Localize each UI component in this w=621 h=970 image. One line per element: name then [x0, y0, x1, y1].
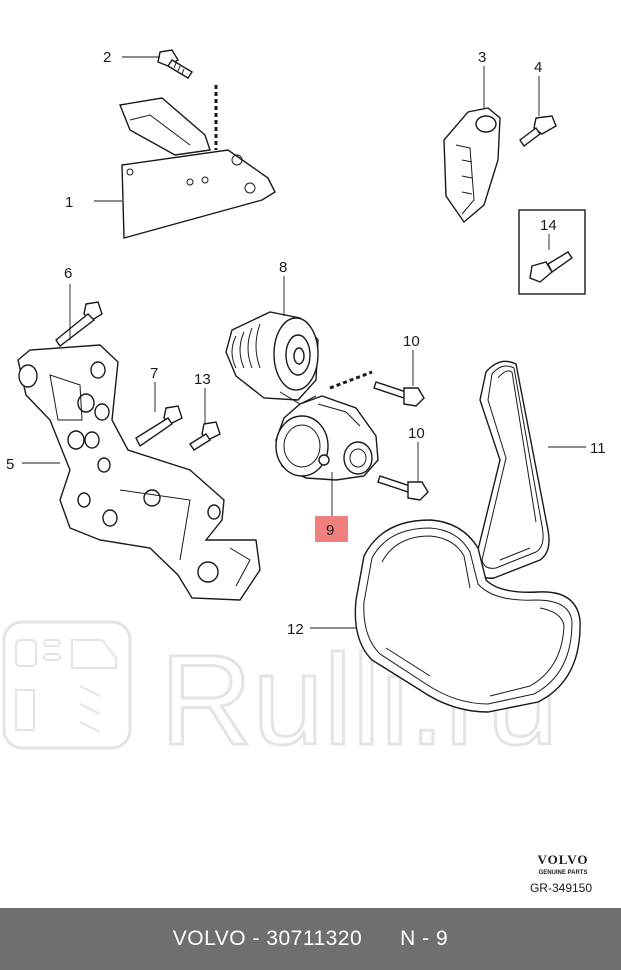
- callout-2: 2: [103, 49, 111, 66]
- leader-lines: [22, 56, 586, 629]
- part-8-tensioner: [225, 311, 319, 405]
- callout-1: 1: [65, 194, 73, 211]
- part-info-footer: VOLVO - 30711320 N - 9: [0, 908, 621, 970]
- footer-position: N - 9: [400, 927, 449, 950]
- callouts: 1 2 3 4 5 6 7 8 9 10 10 11 12 13 14: [6, 49, 606, 638]
- callout-10-upper: 10: [403, 333, 420, 350]
- footer-brand: VOLVO: [172, 927, 247, 950]
- part-6-bolt: [55, 301, 103, 348]
- callout-12: 12: [287, 621, 304, 638]
- brand-tagline: GENUINE PARTS: [539, 870, 588, 876]
- part-10-bolt-upper: [373, 381, 425, 407]
- part-1-bracket: [119, 97, 276, 239]
- callout-9-highlight: [315, 516, 348, 542]
- callout-7: 7: [150, 365, 158, 382]
- part-5-main-bracket: [17, 344, 261, 601]
- callout-4: 4: [534, 59, 542, 76]
- part-12-belt: [354, 519, 581, 713]
- footer-part-number: 30711320: [266, 927, 363, 950]
- callout-10-lower: 10: [408, 425, 425, 442]
- part-10-bolt-lower: [377, 475, 429, 501]
- brand-block: VOLVO GENUINE PARTS GR-349150: [530, 852, 592, 895]
- callout-9: 9: [326, 522, 334, 539]
- callout-5: 5: [6, 456, 14, 473]
- parts-diagram: Rulli.ru: [2, 49, 606, 895]
- callout-11: 11: [590, 440, 606, 457]
- drawing-number: GR-349150: [530, 881, 592, 895]
- part-9-tensioner: [275, 395, 379, 481]
- dash-line-8: [329, 370, 373, 390]
- part-7-bolt: [135, 405, 183, 448]
- callout-8: 8: [279, 259, 287, 276]
- brand-logo: VOLVO: [538, 852, 589, 867]
- part-4-bolt: [519, 115, 557, 148]
- part-13-bolt: [189, 421, 221, 451]
- callout-3: 3: [478, 49, 486, 66]
- callout-13: 13: [194, 371, 211, 388]
- part-3-hinge-bracket: [443, 107, 501, 224]
- part-2-bolt: [157, 49, 193, 79]
- footer-separator: -: [246, 927, 267, 950]
- callout-6: 6: [64, 265, 72, 282]
- footer-gap: [362, 927, 400, 951]
- part-11-belt: [473, 360, 550, 579]
- part-14-box: [518, 209, 586, 295]
- callout-14: 14: [540, 217, 557, 234]
